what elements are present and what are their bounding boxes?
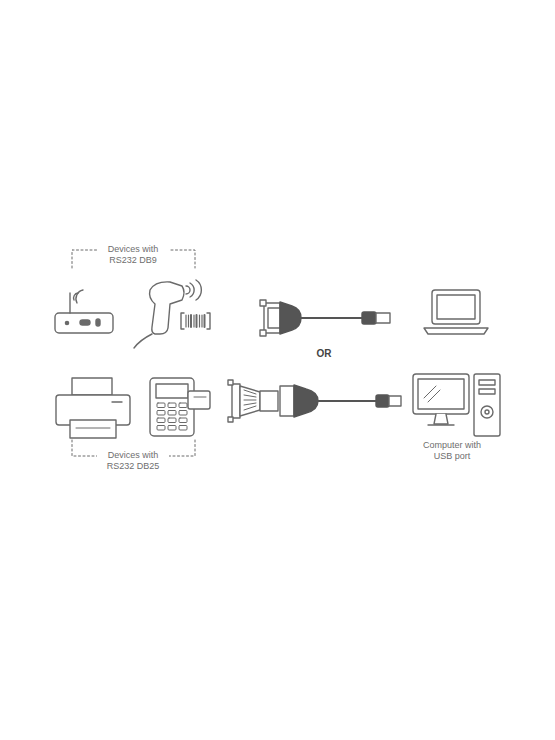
keypad-key (179, 411, 187, 416)
keypad-key (168, 403, 176, 408)
keypad-key (157, 403, 165, 408)
keypad-key (179, 426, 187, 431)
device-label: Computer with USB port (413, 440, 491, 462)
keypad-key (168, 426, 176, 431)
barcode-scanner-icon (134, 280, 210, 348)
choice-label: OR (314, 348, 335, 359)
keypad-key (157, 418, 165, 423)
router-icon (55, 290, 113, 333)
keypad-key (168, 418, 176, 423)
keypad-key (179, 403, 187, 408)
keypad-key (179, 418, 187, 423)
group-label: Devices with RS232 DB9 (97, 244, 169, 266)
db25-adapter (228, 380, 278, 422)
db9-usb-cable (260, 300, 390, 336)
desktop-computer-icon (413, 374, 500, 436)
db9-usb-cable (280, 385, 401, 417)
keypad-key (168, 411, 176, 416)
laptop-icon (424, 290, 488, 334)
payment-terminal-icon (150, 378, 210, 436)
keypad-key (157, 426, 165, 431)
group-label: Devices with RS232 DB25 (97, 450, 169, 472)
printer-icon (56, 378, 130, 438)
keypad-key (157, 411, 165, 416)
